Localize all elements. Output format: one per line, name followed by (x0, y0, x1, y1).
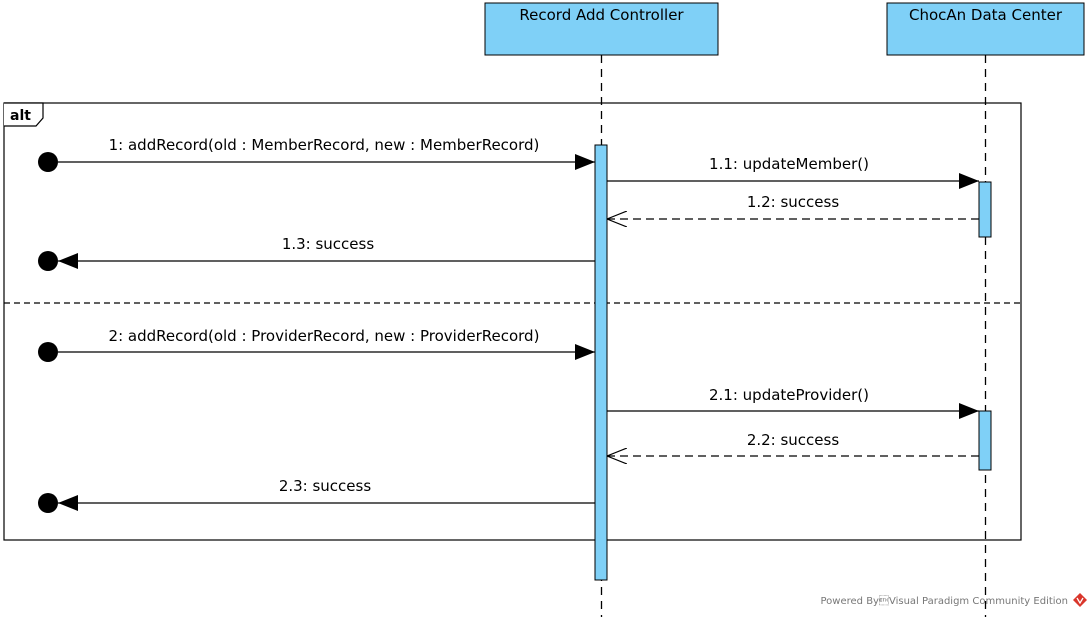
lifeline-record-add-controller[interactable]: Record Add Controller (484, 2, 719, 617)
found-message-dot (38, 342, 58, 362)
watermark-text: Powered ByVisual Paradigm Community Edi… (821, 595, 1069, 607)
found-message-dot (38, 152, 58, 172)
message-label: 1.3: success (282, 235, 375, 253)
message-1-add-record[interactable]: 1: addRecord(old : MemberRecord, new : M… (38, 136, 595, 172)
lifeline-head-box (886, 2, 1085, 56)
message-2-3-success[interactable]: 2.3: success (38, 477, 595, 513)
lifeline-head-box (484, 2, 719, 56)
message-1-3-success[interactable]: 1.3: success (38, 235, 595, 271)
message-1-1-update-member[interactable]: 1.1: updateMember() (607, 155, 979, 189)
message-1-2-success[interactable]: 1.2: success (607, 193, 979, 219)
alt-fragment[interactable]: alt (3, 102, 1022, 541)
message-label: 2.3: success (279, 477, 372, 495)
activation-bar-data-center-2 (978, 410, 992, 471)
message-2-1-update-provider[interactable]: 2.1: updateProvider() (607, 386, 979, 419)
visual-paradigm-logo-icon (1073, 593, 1087, 607)
message-label: 2.1: updateProvider() (709, 386, 869, 404)
lifeline-label: ChocAn Data Center (909, 6, 1063, 24)
message-label: 2.2: success (747, 431, 840, 449)
fragment-tag-box (4, 102, 44, 127)
lost-message-dot (38, 251, 58, 271)
fragment-frame (3, 102, 1022, 541)
message-2-2-success[interactable]: 2.2: success (607, 431, 979, 456)
activation-bar-data-center-1 (978, 181, 992, 238)
activation-bar-controller (594, 144, 608, 581)
message-label: 1.1: updateMember() (709, 155, 869, 173)
message-2-add-record[interactable]: 2: addRecord(old : ProviderRecord, new :… (38, 327, 595, 362)
lifeline-chocan-data-center[interactable]: ChocAn Data Center (886, 2, 1085, 617)
message-label: 1.2: success (747, 193, 840, 211)
lost-message-dot (38, 493, 58, 513)
message-label: 1: addRecord(old : MemberRecord, new : M… (109, 136, 540, 154)
message-label: 2: addRecord(old : ProviderRecord, new :… (109, 327, 540, 345)
lifeline-label: Record Add Controller (519, 6, 684, 24)
fragment-operator: alt (10, 108, 31, 124)
